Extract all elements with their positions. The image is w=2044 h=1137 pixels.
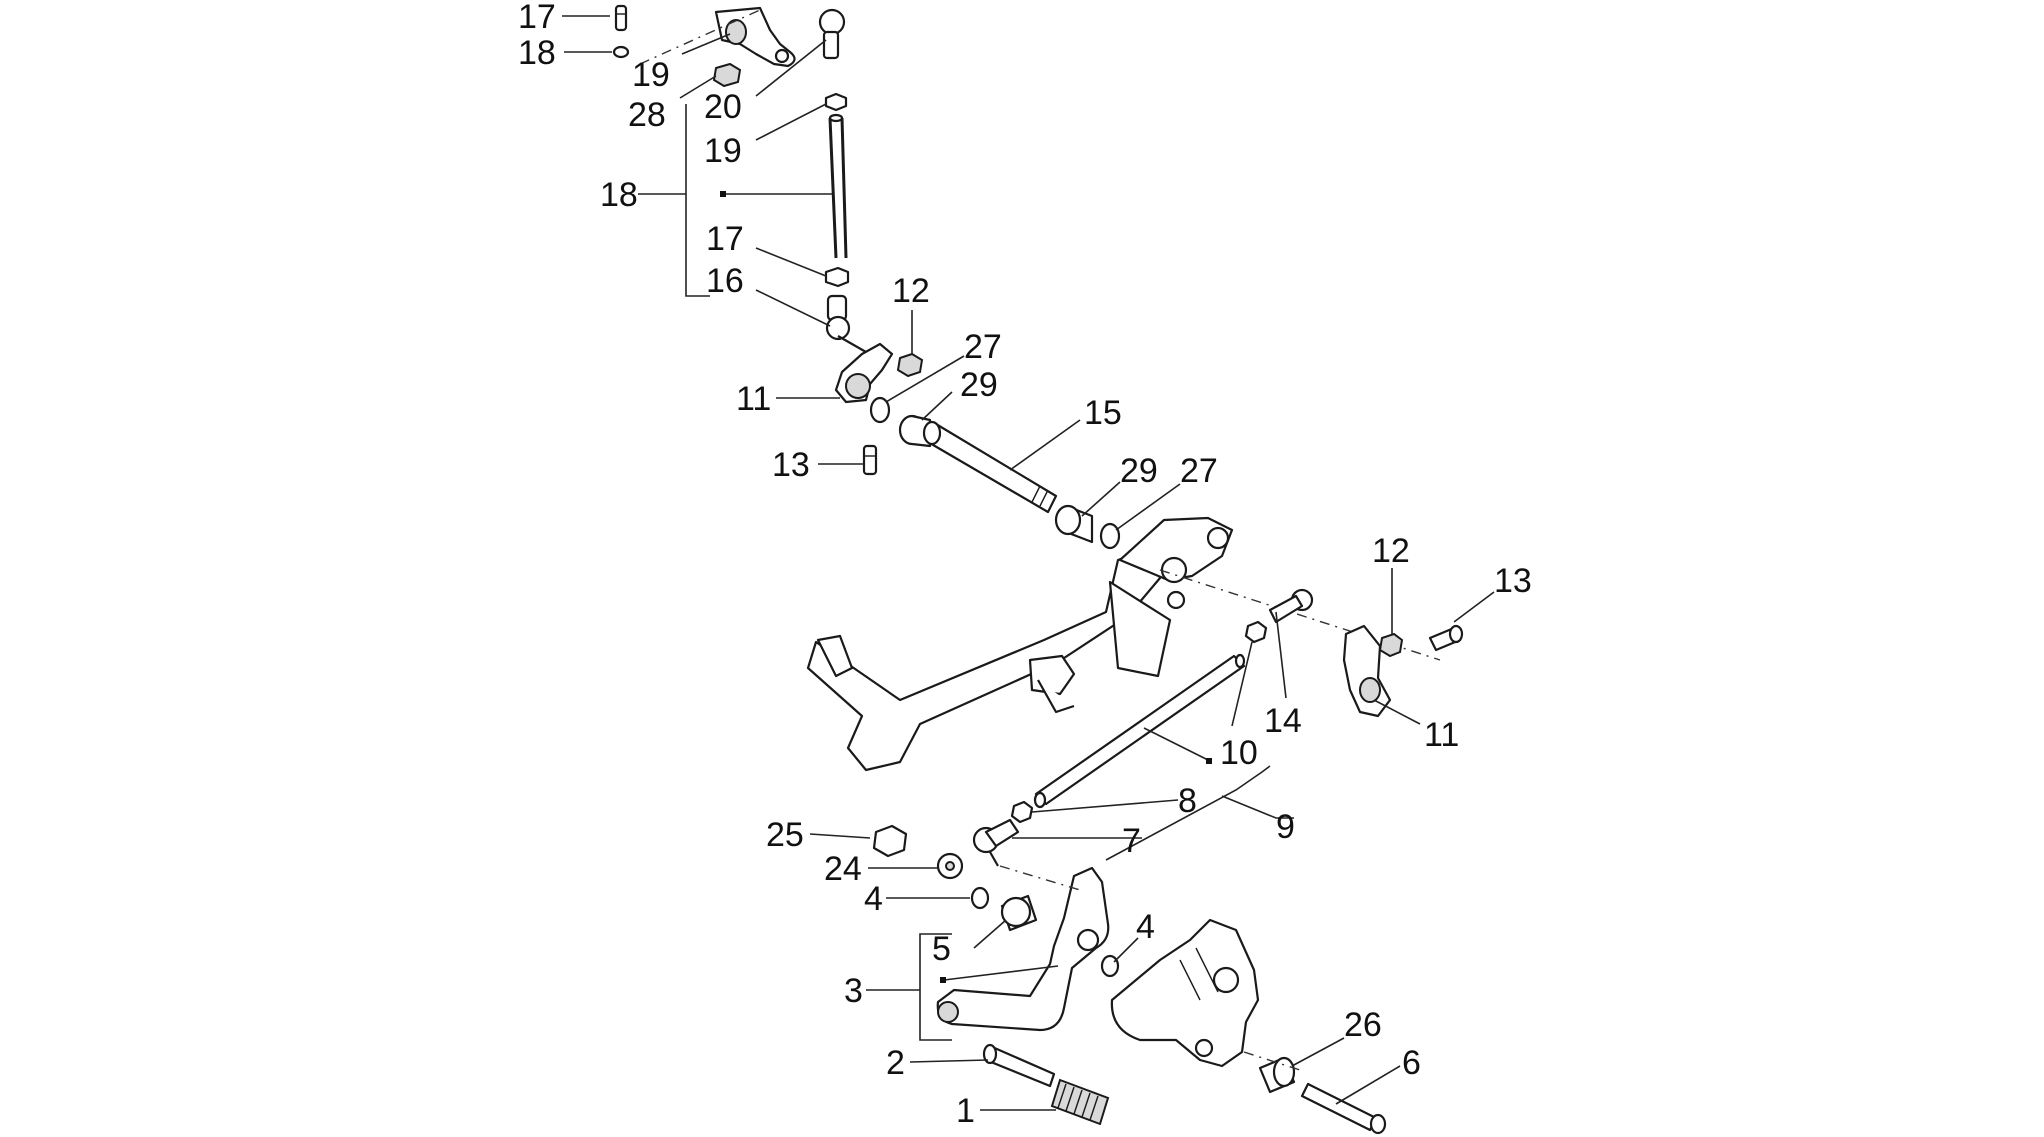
label-3: 3: [844, 972, 863, 1010]
label-6: 6: [1402, 1044, 1421, 1082]
bushing-29-lower: [1054, 504, 1094, 544]
label-28: 28: [628, 96, 666, 134]
label-7: 7: [1122, 822, 1141, 860]
ball-joint-14: [1268, 588, 1314, 624]
label-5: 5: [932, 930, 951, 968]
bolt-13-left: [862, 444, 878, 476]
reference-dot-9: [1206, 758, 1212, 764]
label-27-upper: 27: [964, 328, 1002, 366]
pin-2: [982, 1043, 1056, 1088]
label-20: 20: [704, 88, 742, 126]
nut-10: [1244, 620, 1268, 644]
label-1: 1: [956, 1092, 975, 1130]
nut-17: [824, 266, 850, 288]
label-18: 18: [600, 176, 638, 214]
part-labels: 17 18 19 28 20 19 18 17 16 12 27 29 11 1…: [518, 0, 1532, 1130]
reference-dot-3: [940, 977, 946, 983]
bushing-5: [1000, 894, 1038, 932]
nut-25: [872, 824, 908, 858]
axis-line-bracket: [1243, 1051, 1301, 1071]
nut-8: [1010, 800, 1034, 824]
label-13-left: 13: [772, 446, 810, 484]
label-14: 14: [1264, 702, 1302, 740]
label-19: 19: [704, 132, 742, 170]
ball-joint-7: [972, 818, 1020, 867]
upper-lever-23: [714, 6, 796, 68]
label-12-upper: 12: [892, 272, 930, 310]
label-10: 10: [1220, 734, 1258, 772]
ball-joint-16: [825, 294, 867, 353]
axis-line-pedal: [999, 865, 1081, 891]
label-23: 19: [632, 56, 670, 94]
washer-22: [612, 45, 630, 59]
nut-19: [824, 92, 848, 112]
label-22: 18: [518, 34, 556, 72]
lever-11-upper: [834, 342, 894, 404]
label-9: 9: [1276, 808, 1295, 846]
label-25: 25: [766, 816, 804, 854]
label-13-right: 13: [1494, 562, 1532, 600]
bolt-13-right: [1428, 624, 1464, 652]
label-11-right: 11: [1424, 716, 1459, 754]
label-29-upper: 29: [960, 366, 998, 404]
washer-24: [936, 852, 964, 880]
leader-lines: [562, 15, 1495, 1111]
label-16: 16: [706, 262, 744, 300]
pedal-3: [936, 866, 1110, 1032]
lever-11-right: [1342, 624, 1392, 718]
shaft-15: [922, 420, 1058, 514]
bolt-21: [614, 4, 628, 32]
ball-joint-20: [818, 8, 846, 60]
nut-12-upper: [896, 352, 924, 378]
circlip-27-upper: [869, 396, 891, 424]
label-4-left: 4: [864, 880, 883, 918]
bolt-6: [1300, 1082, 1387, 1135]
label-21: 17: [518, 0, 556, 36]
label-2: 2: [886, 1044, 905, 1082]
circlip-4-right: [1100, 954, 1120, 978]
label-15: 15: [1084, 394, 1122, 432]
label-26: 26: [1344, 1006, 1382, 1044]
circlip-4-left: [970, 886, 990, 910]
nut-28: [712, 62, 742, 88]
label-4-right: 4: [1136, 908, 1155, 946]
label-17: 17: [706, 220, 744, 258]
circlip-27-lower: [1099, 522, 1121, 550]
label-8: 8: [1178, 782, 1197, 820]
label-12-right: 12: [1372, 532, 1410, 570]
frame: [806, 516, 1234, 772]
rod-8: [1033, 653, 1246, 809]
nut-12-right: [1378, 632, 1404, 658]
bracket: [1110, 918, 1260, 1068]
rod-18: [828, 113, 848, 259]
label-29-lower: 29: [1120, 452, 1158, 490]
label-11-upper: 11: [736, 380, 771, 418]
label-24: 24: [824, 850, 862, 888]
washer-26: [1258, 1056, 1296, 1094]
rubber-1: [1050, 1078, 1110, 1126]
reference-dot-18: [720, 191, 726, 197]
axis-line-top: [639, 9, 761, 65]
parts-drawing: [612, 4, 1464, 1135]
label-27-lower: 27: [1180, 452, 1218, 490]
